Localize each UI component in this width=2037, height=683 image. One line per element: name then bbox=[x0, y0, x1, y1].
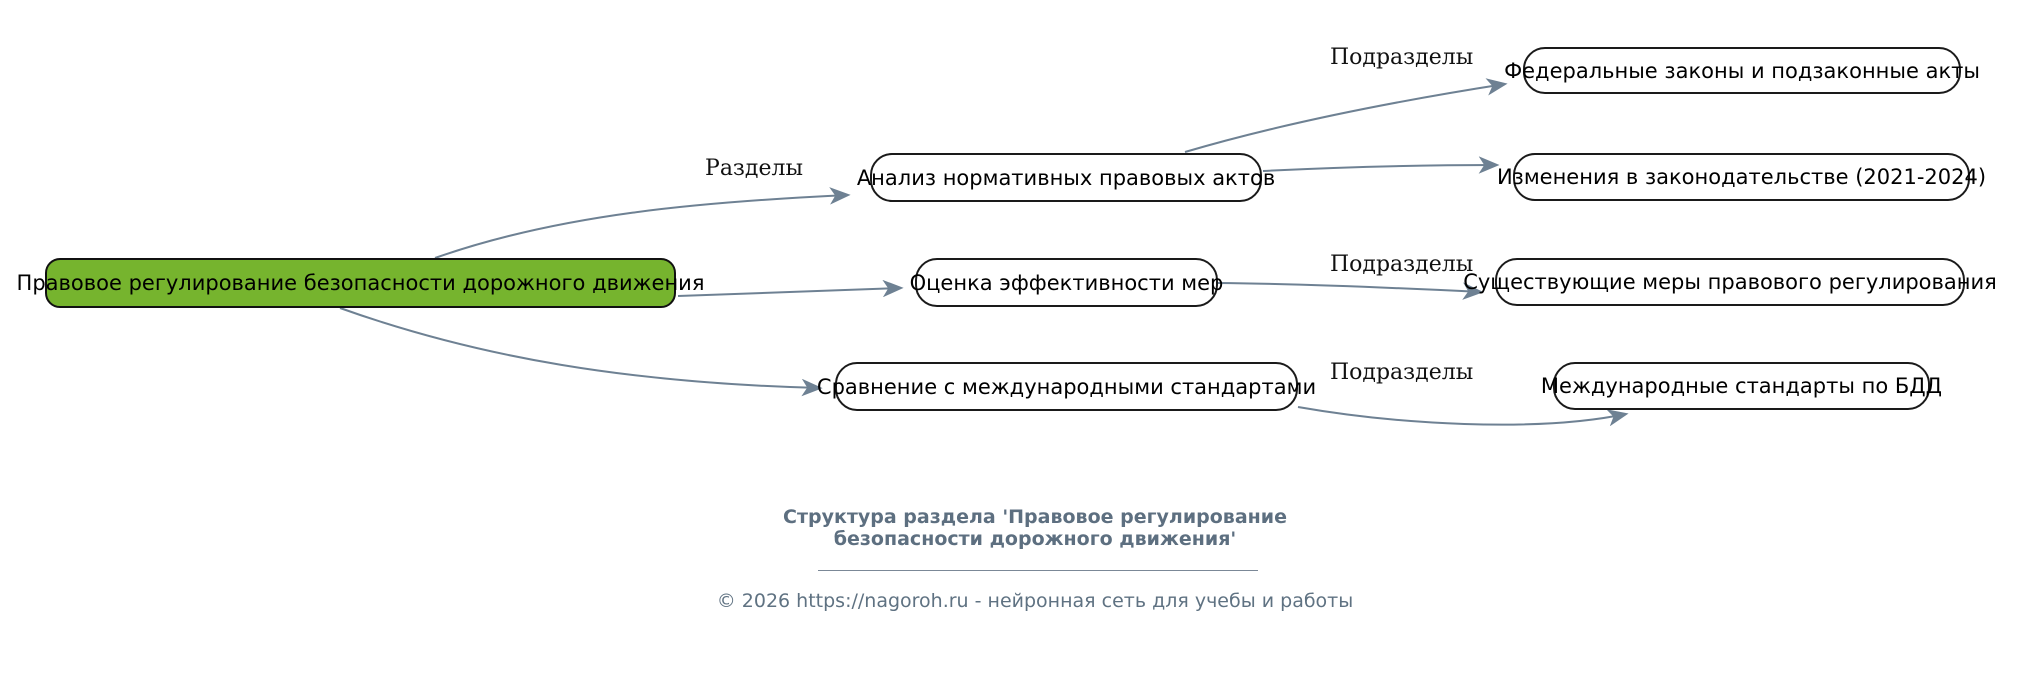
edge-label-subsections-top: Подразделы bbox=[1330, 45, 1474, 70]
watermark-footer: © 2026 https://nagoroh.ru - нейронная се… bbox=[716, 590, 1354, 612]
caption-separator-line bbox=[818, 570, 1258, 571]
node-subsection-intl-standards-label: Международные стандарты по БДД bbox=[1540, 374, 1943, 398]
node-subsection-federal-laws-label: Федеральные законы и подзаконные акты bbox=[1504, 58, 1980, 83]
edge-label-subsections-bottom: Подразделы bbox=[1330, 360, 1474, 385]
node-section-analysis: Анализ нормативных правовых актов bbox=[857, 153, 1275, 202]
diagram-caption: Структура раздела 'Правовое регулировани… bbox=[735, 506, 1335, 550]
edge-comparison-to-intl bbox=[1297, 406, 1629, 427]
node-subsection-existing-measures: Существующие меры правового регулировани… bbox=[1463, 258, 1997, 306]
edge-root-to-comparison bbox=[339, 307, 823, 397]
node-section-evaluation: Оценка эффективности мер bbox=[910, 258, 1223, 307]
node-subsection-legislation-changes-label: Изменения в законодательстве (2021-2024) bbox=[1496, 165, 1987, 189]
edge-root-to-evaluation bbox=[677, 279, 904, 298]
edge-label-subsections-mid: Подразделы bbox=[1330, 252, 1474, 277]
edge-label-sections: Разделы bbox=[705, 156, 803, 181]
diagram-caption-line2: безопасности дорожного движения' bbox=[833, 528, 1237, 550]
node-root: Правовое регулирование безопасности доро… bbox=[17, 258, 704, 308]
node-subsection-legislation-changes: Изменения в законодательстве (2021-2024) bbox=[1497, 153, 1986, 201]
node-root-label: Правовое регулирование безопасности доро… bbox=[16, 271, 705, 295]
node-section-analysis-label: Анализ нормативных правовых актов bbox=[856, 165, 1276, 190]
node-section-comparison: Сравнение с международными стандартами bbox=[817, 362, 1316, 411]
node-section-comparison-label: Сравнение с международными стандартами bbox=[816, 374, 1317, 399]
node-subsection-intl-standards: Международные стандарты по БДД bbox=[1541, 362, 1942, 410]
edge-evaluation-to-existing bbox=[1217, 282, 1484, 300]
node-subsection-federal-laws: Федеральные законы и подзаконные акты bbox=[1504, 47, 1980, 94]
node-subsection-existing-measures-label: Существующие меры правового регулировани… bbox=[1463, 270, 1997, 294]
node-section-evaluation-label: Оценка эффективности мер bbox=[909, 270, 1224, 295]
edge-analysis-to-changes bbox=[1262, 156, 1500, 174]
edge-root-to-analysis bbox=[434, 187, 851, 259]
diagram-caption-line1: Структура раздела 'Правовое регулировани… bbox=[783, 506, 1287, 528]
edge-analysis-to-federal bbox=[1184, 78, 1508, 153]
